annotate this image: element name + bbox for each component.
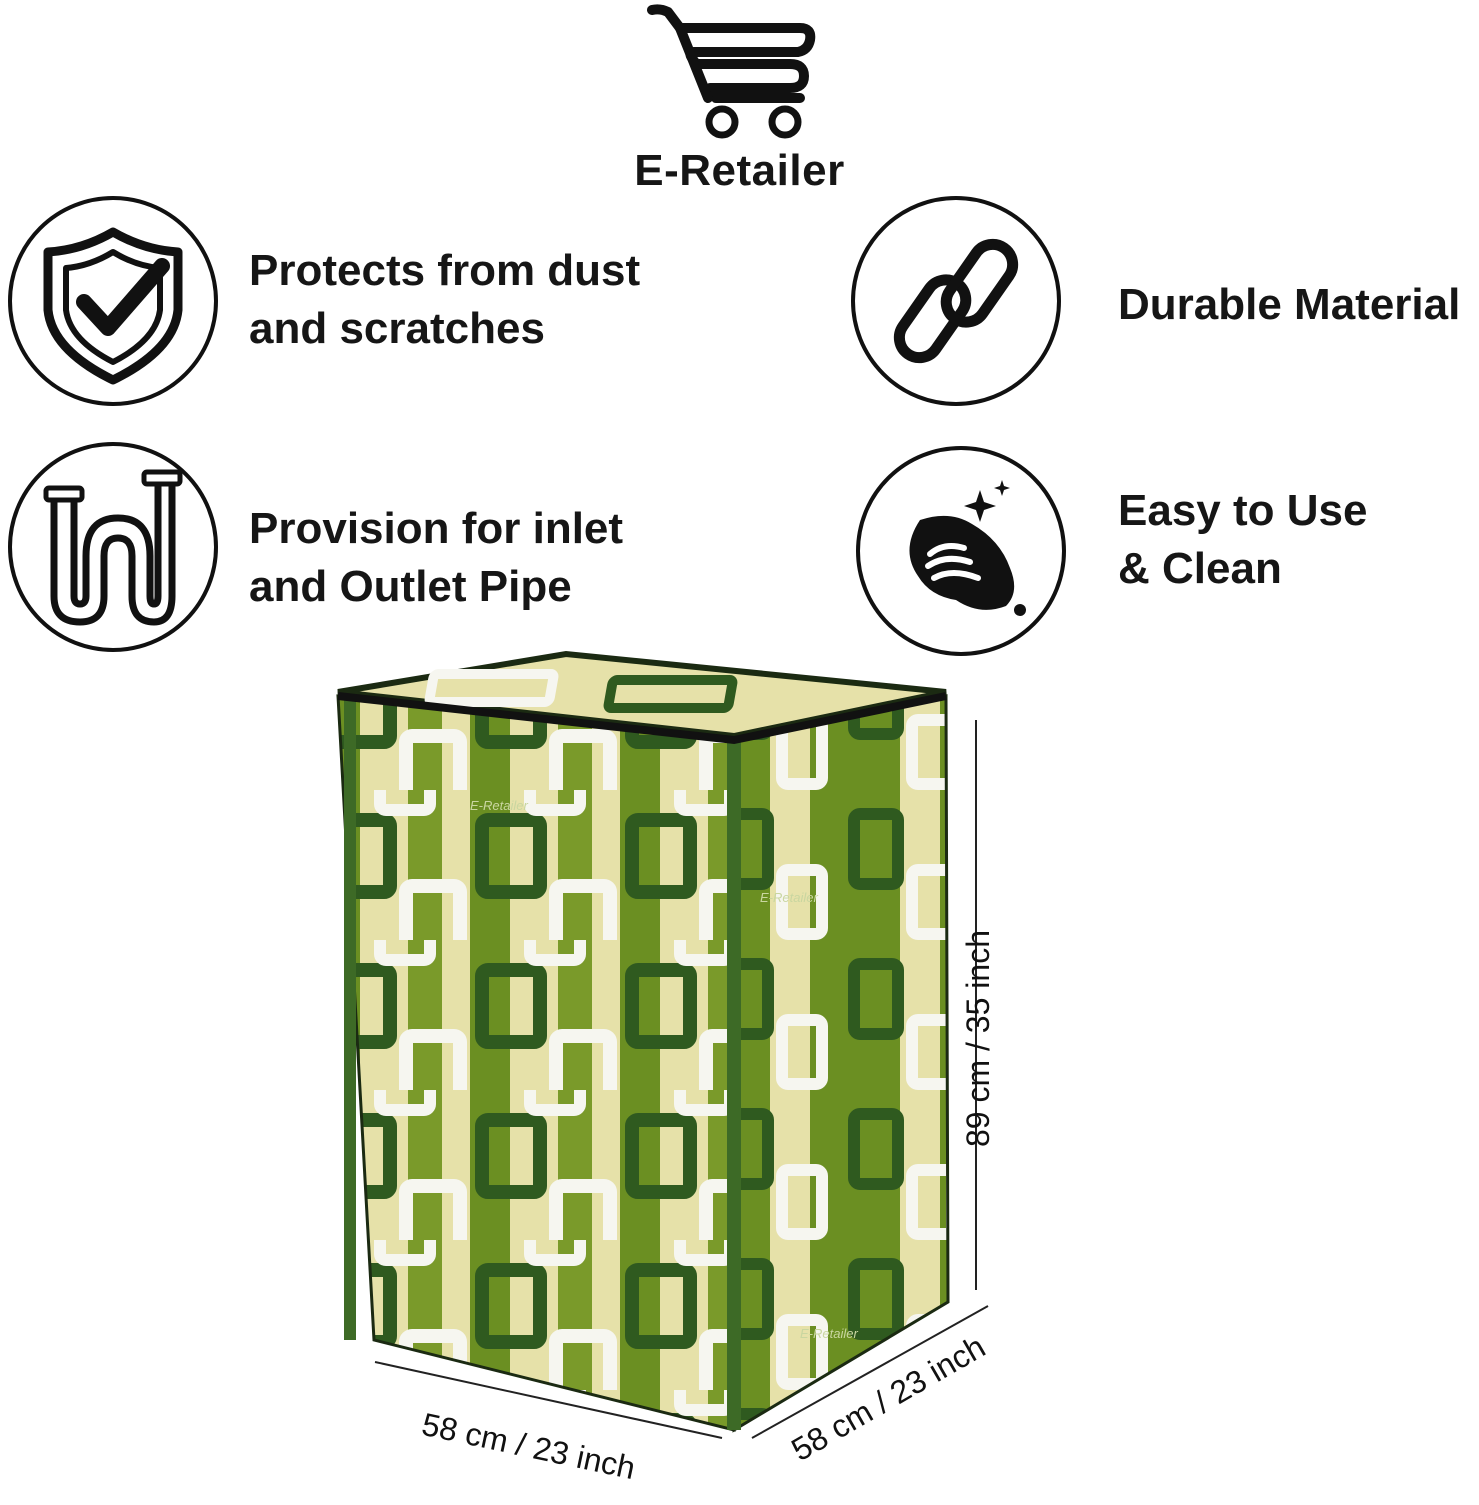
feature-line: Protects from dust bbox=[249, 246, 641, 295]
feature-icon-circle-clean bbox=[856, 446, 1066, 656]
feature-text-clean: Easy to Use & Clean bbox=[1118, 482, 1367, 598]
feature-icon-circle-protection bbox=[8, 196, 218, 406]
feature-line: Easy to Use bbox=[1118, 486, 1368, 535]
washing-machine-cover-illustration: E-Retailer E-Retailer E-Retailer bbox=[336, 650, 950, 1433]
watermark: E-Retailer bbox=[470, 798, 528, 813]
dimension-height: 89 cm / 35 inch bbox=[960, 930, 996, 1147]
chain-link-icon bbox=[893, 238, 1019, 364]
product-image: E-Retailer E-Retailer E-Retailer bbox=[320, 640, 1040, 1500]
brand-logo bbox=[640, 0, 840, 140]
feature-text-pipe: Provision for inlet and Outlet Pipe bbox=[249, 500, 623, 616]
pipe-icon bbox=[43, 469, 183, 626]
feature-line: and scratches bbox=[249, 304, 545, 353]
feature-text-durable: Durable Material bbox=[1118, 276, 1460, 334]
feature-text-protection: Protects from dust and scratches bbox=[249, 242, 640, 358]
feature-icon-circle-durable bbox=[851, 196, 1061, 406]
watermark: E-Retailer bbox=[760, 890, 818, 905]
shopping-cart-icon bbox=[647, 4, 816, 139]
feature-line: Durable Material bbox=[1118, 280, 1461, 329]
brand-name: E-Retailer bbox=[634, 146, 845, 195]
feature-line: and Outlet Pipe bbox=[249, 562, 572, 611]
feature-line: & Clean bbox=[1118, 544, 1282, 593]
feature-icon-circle-pipe bbox=[8, 442, 218, 652]
cleaning-hand-icon bbox=[909, 480, 1026, 616]
watermark: E-Retailer bbox=[800, 1326, 858, 1341]
feature-line: Provision for inlet bbox=[249, 504, 624, 553]
shield-check-icon bbox=[43, 227, 183, 385]
